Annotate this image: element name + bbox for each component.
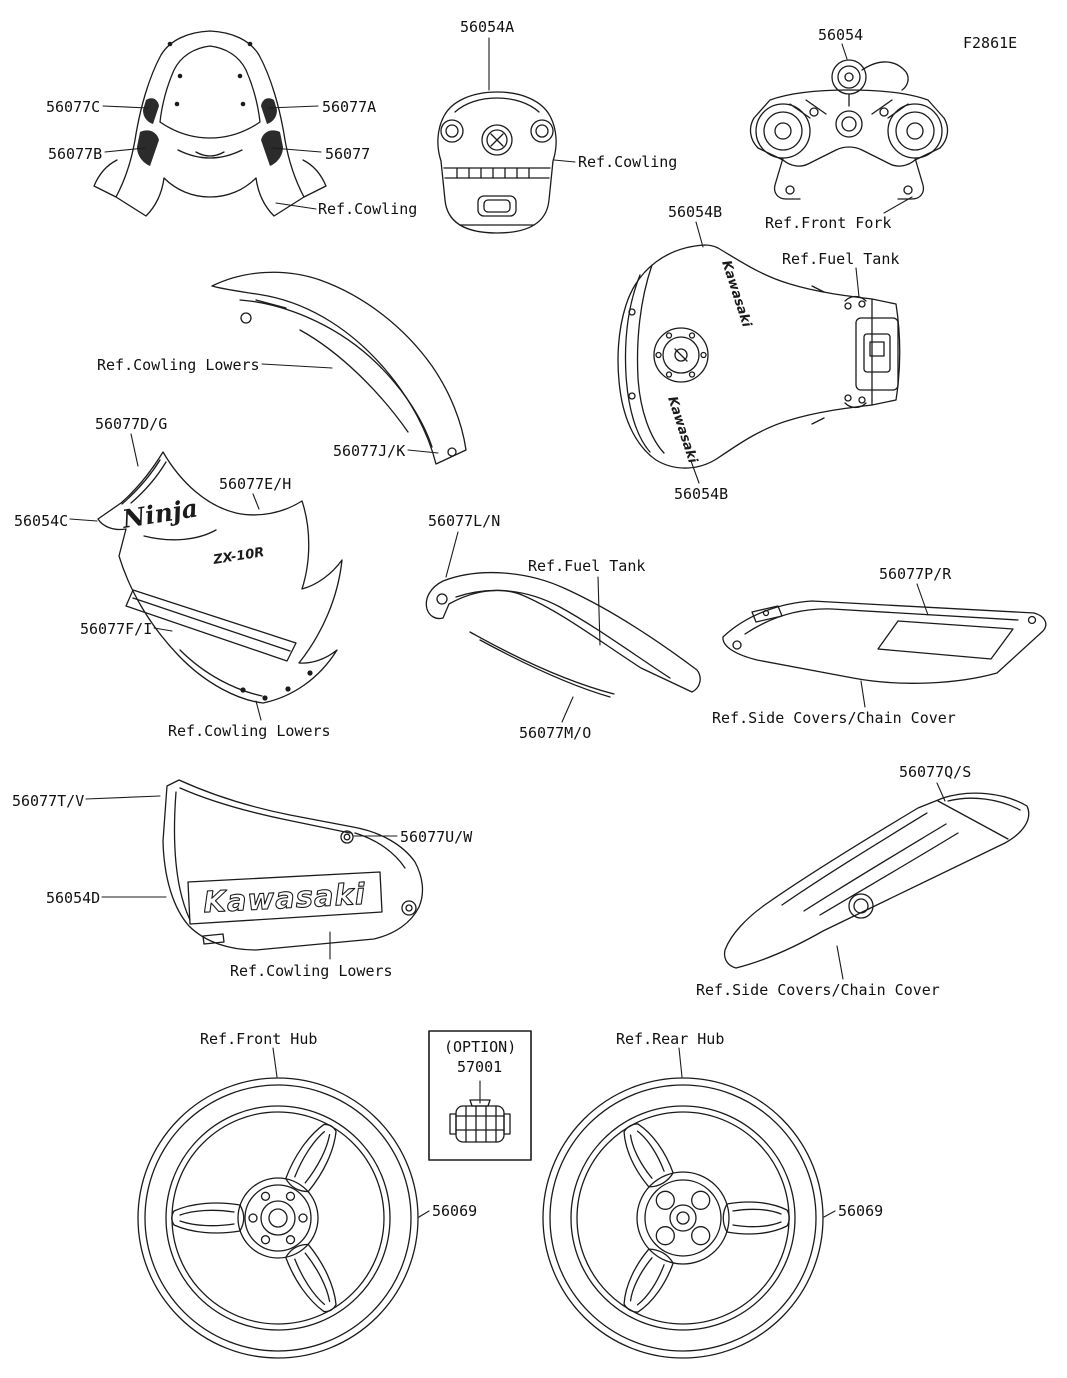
tank-decal-kawasaki-bottom: Kawasaki bbox=[664, 395, 700, 466]
fuel-cap bbox=[653, 327, 709, 383]
kawasaki-block-decal: Kawasaki bbox=[202, 877, 366, 919]
option-label: (OPTION) bbox=[444, 1038, 517, 1056]
option-box bbox=[428, 1030, 532, 1161]
cowling-lower-blade-drawing bbox=[211, 271, 467, 465]
part-label-56077C: 56077C bbox=[46, 98, 101, 116]
part-label-56077TV: 56077T/V bbox=[12, 792, 85, 810]
part-label-57001: 57001 bbox=[457, 1058, 503, 1076]
part-label-56077FI: 56077F/I bbox=[80, 620, 153, 638]
front-wheel-drawing bbox=[137, 1077, 419, 1359]
ref-label-cowling-lowers-3: Ref.Cowling Lowers bbox=[230, 962, 393, 980]
rear-wheel-spokes bbox=[623, 1123, 790, 1313]
ref-label-fuel-tank-1: Ref.Fuel Tank bbox=[782, 250, 900, 268]
side-cover-qs-drawing bbox=[723, 792, 1030, 969]
part-label-56069-front: 56069 bbox=[432, 1202, 478, 1220]
model-logo-decal: ZX-10R bbox=[211, 545, 265, 568]
front-fork-clamp-drawing bbox=[749, 59, 949, 200]
rear-wheel-drawing bbox=[542, 1077, 824, 1359]
part-label-56077B: 56077B bbox=[48, 145, 103, 163]
part-label-56077LN: 56077L/N bbox=[428, 512, 501, 530]
ref-label-cowling-1: Ref.Cowling bbox=[318, 200, 418, 218]
tank-side-cover-drawing bbox=[425, 571, 701, 698]
side-cover-pr-drawing bbox=[722, 600, 1047, 684]
ref-label-side-covers-1: Ref.Side Covers/Chain Cover bbox=[712, 709, 956, 727]
ref-label-cowling-lowers-1: Ref.Cowling Lowers bbox=[97, 356, 260, 374]
ref-label-front-hub: Ref.Front Hub bbox=[200, 1030, 318, 1048]
part-label-56054D: 56054D bbox=[46, 889, 101, 907]
part-label-56054B-bottom: 56054B bbox=[674, 485, 729, 503]
rear-hub bbox=[636, 1171, 730, 1265]
part-label-56077EH: 56077E/H bbox=[219, 475, 292, 493]
ref-label-cowling-2: Ref.Cowling bbox=[578, 153, 678, 171]
cowling-rivets bbox=[167, 41, 253, 107]
part-label-56054A: 56054A bbox=[460, 18, 515, 36]
cowling-decal-marks bbox=[137, 98, 283, 166]
part-label-56077QS: 56077Q/S bbox=[899, 763, 972, 781]
meter-cover-drawing bbox=[437, 91, 557, 234]
part-label-56077MO: 56077M/O bbox=[519, 724, 592, 742]
front-hub bbox=[237, 1177, 319, 1259]
part-label-56077UW: 56077U/W bbox=[400, 828, 473, 846]
upper-cowling-drawing bbox=[93, 30, 327, 217]
part-label-56054B-top: 56054B bbox=[668, 203, 723, 221]
option-part-drawing bbox=[449, 1099, 511, 1143]
part-label-56077: 56077 bbox=[325, 145, 371, 163]
ref-label-fuel-tank-2: Ref.Fuel Tank bbox=[528, 557, 646, 575]
ref-label-rear-hub: Ref.Rear Hub bbox=[616, 1030, 725, 1048]
figure-code: F2861E bbox=[963, 34, 1018, 52]
lower-cowling-kawasaki-drawing: Kawasaki bbox=[162, 779, 424, 951]
ref-label-cowling-lowers-2: Ref.Cowling Lowers bbox=[168, 722, 331, 740]
part-label-56069-rear: 56069 bbox=[838, 1202, 884, 1220]
part-label-56077JK: 56077J/K bbox=[333, 442, 406, 460]
part-label-56054C: 56054C bbox=[14, 512, 69, 530]
ref-label-side-covers-2: Ref.Side Covers/Chain Cover bbox=[696, 981, 940, 999]
tank-decal-kawasaki-top: Kawasaki bbox=[718, 259, 754, 330]
front-wheel-spokes bbox=[171, 1123, 337, 1313]
part-label-56077A: 56077A bbox=[322, 98, 377, 116]
ninja-logo-decal: Ninja bbox=[119, 493, 199, 534]
leader-lines bbox=[69, 37, 946, 1218]
part-label-56054: 56054 bbox=[818, 26, 864, 44]
emblem-circle bbox=[486, 129, 508, 151]
part-label-56077PR: 56077P/R bbox=[879, 565, 952, 583]
ref-label-front-fork: Ref.Front Fork bbox=[765, 214, 892, 232]
part-label-56077DG: 56077D/G bbox=[95, 415, 168, 433]
side-cowling-rivets bbox=[240, 670, 313, 701]
